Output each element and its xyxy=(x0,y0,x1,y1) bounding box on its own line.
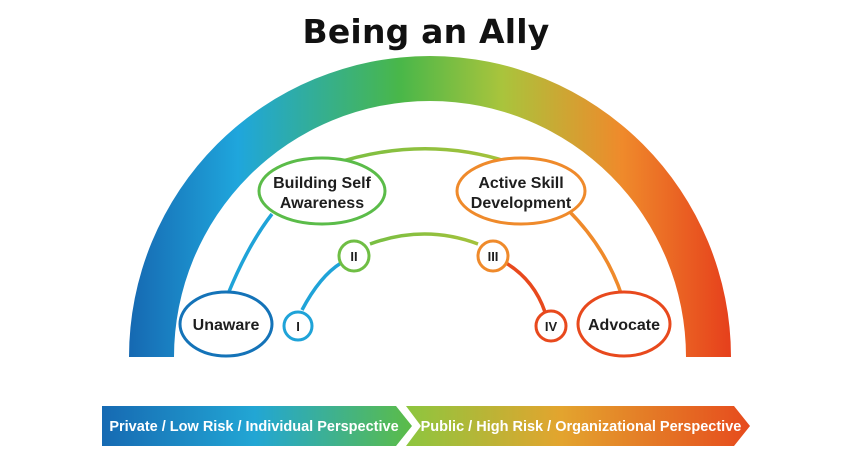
band-private: Private / Low Risk / Individual Perspect… xyxy=(102,406,412,446)
connector-step-1-2 xyxy=(300,261,342,311)
band-public-label: Public / High Risk / Organizational Pers… xyxy=(421,419,742,435)
connector-step-2-3 xyxy=(369,232,479,246)
stage-active-label-line2: Development xyxy=(471,195,572,212)
step-1: I xyxy=(282,310,314,342)
step-4-label: IV xyxy=(545,319,558,334)
band-public: Public / High Risk / Organizational Pers… xyxy=(406,406,750,446)
connector-active-advocate xyxy=(566,208,624,297)
stage-building-label-line2: Awareness xyxy=(280,195,364,212)
stage-building-self-awareness: Building Self Awareness xyxy=(257,156,387,226)
step-3-label: III xyxy=(488,249,499,264)
stage-unaware-label: Unaware xyxy=(193,317,260,334)
stage-building-label-line1: Building Self xyxy=(273,175,371,192)
band-private-label: Private / Low Risk / Individual Perspect… xyxy=(109,419,398,435)
step-4: IV xyxy=(534,309,568,343)
connector-step-3-4 xyxy=(505,261,547,313)
step-2-label: II xyxy=(350,249,357,264)
connector-unaware-building xyxy=(226,212,274,295)
stage-advocate-label: Advocate xyxy=(588,317,660,334)
rainbow-arc xyxy=(129,56,731,357)
stage-unaware: Unaware xyxy=(178,290,274,358)
stage-active-skill-development: Active Skill Development xyxy=(455,156,587,226)
step-1-label: I xyxy=(296,319,300,334)
step-2: II xyxy=(337,239,371,273)
stage-active-label-line1: Active Skill xyxy=(478,175,563,192)
page-title: Being an Ally xyxy=(302,12,550,51)
step-3: III xyxy=(476,239,510,273)
stage-advocate: Advocate xyxy=(576,290,672,358)
